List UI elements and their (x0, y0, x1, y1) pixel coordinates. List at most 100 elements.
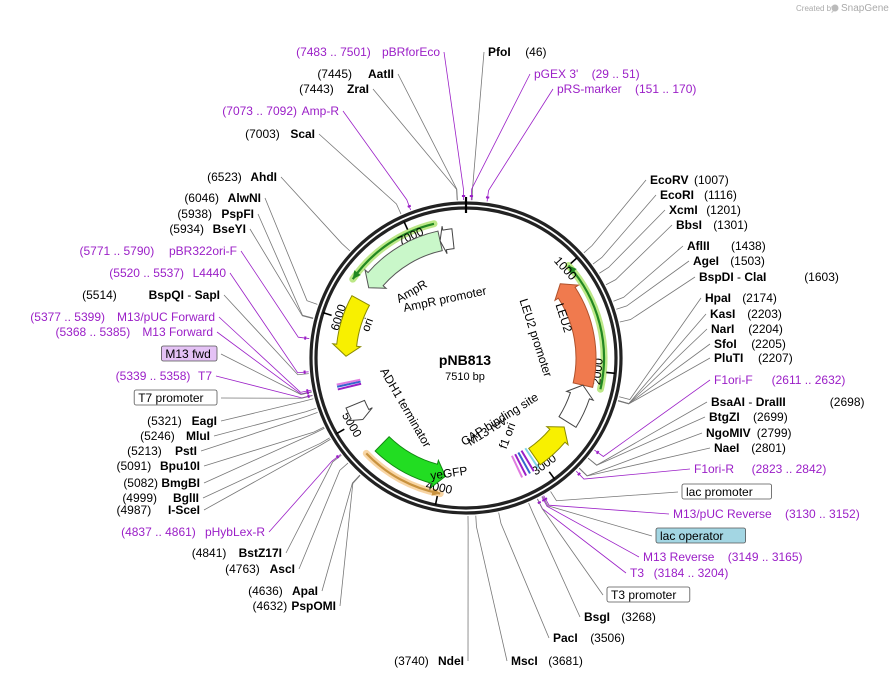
site-coord: (5246) (140, 429, 175, 443)
leader-psti (200, 411, 318, 452)
site-ngomiv[interactable]: NgoMIV(2799) (706, 426, 791, 440)
site-asci[interactable]: AscI (4763) (225, 562, 295, 576)
site-coord: (4636) (248, 584, 283, 598)
site-pfoi[interactable]: PfoI(46) (488, 45, 547, 59)
site-bpu10i[interactable]: Bpu10I(5091) (117, 459, 200, 473)
feature-box-label-lac-operator: lac operator (660, 529, 723, 543)
site-btgzi[interactable]: BtgZI(2699) (709, 410, 788, 424)
site-name: BmgBI (161, 476, 200, 490)
site-coord: (29 .. 51) (592, 67, 640, 81)
site-paci[interactable]: PacI(3506) (553, 631, 625, 645)
site-bmgbi[interactable]: BmgBI(5082) (123, 476, 200, 490)
feature-box-m13-fwd[interactable] (160, 345, 218, 362)
site-coord: (1116) (704, 188, 737, 202)
site-agei[interactable]: AgeI(1503) (693, 254, 765, 268)
feature-box-lac-operator[interactable] (655, 527, 746, 544)
leader-lac-promoter (550, 491, 679, 502)
site-m13-forward[interactable]: M13 Forward(5368 .. 5385) (55, 325, 213, 339)
feature-ampr-promoter[interactable] (439, 226, 455, 254)
site-t3[interactable]: T3(3184 .. 3204) (630, 566, 728, 580)
site-xcmi[interactable]: XcmI(1201) (669, 203, 741, 217)
site-coord: (5377 .. 5399) (30, 310, 105, 324)
site-bglii[interactable]: BglII(4999) (122, 491, 199, 505)
site-pgex-3[interactable]: pGEX 3'(29 .. 51) (534, 67, 640, 81)
site-naei[interactable]: NaeI(2801) (714, 441, 786, 455)
site-sfoi[interactable]: SfoI(2205) (714, 337, 786, 351)
leader-kasi (618, 313, 707, 404)
leader-l4440 (229, 272, 309, 374)
mcs-mark-1 (336, 380, 361, 388)
site-markers (303, 195, 600, 505)
site-zrai[interactable]: ZraI(7443) (299, 82, 369, 96)
site-pspomi[interactable]: PspOMI(4632) (253, 599, 336, 613)
site-aflii[interactable]: AflII(1438) (687, 239, 766, 253)
feature-box-t7-promoter[interactable] (133, 389, 218, 406)
site-coord: (2823 .. 2842) (752, 462, 827, 476)
site-bstz17i[interactable]: BstZ17I(4841) (192, 546, 282, 560)
leader-pgex-3 (470, 73, 531, 201)
site-bsgi[interactable]: BsgI(3268) (584, 610, 656, 624)
site-alwni[interactable]: AlwNI(6046) (184, 191, 261, 205)
site-nari[interactable]: NarI(2204) (711, 322, 783, 336)
site-eagi[interactable]: EagI(5321) (147, 414, 217, 428)
site-scai[interactable]: ScaI(7003) (245, 127, 315, 141)
feature-box-lac-promoter[interactable] (681, 483, 772, 500)
site-coord: (3184 .. 3204) (654, 566, 729, 580)
leader-ecorv (583, 179, 647, 254)
site-aatii[interactable]: AatII(7445) (317, 67, 394, 81)
site-f1ori-f[interactable]: F1ori-F(2611 .. 2632) (714, 373, 845, 387)
site-bsaai[interactable]: BsaAI - DraIII(2698) (711, 395, 864, 409)
feature-leu2-promoter[interactable] (558, 384, 595, 429)
cluster-mark-0 (524, 447, 540, 469)
site-coord: (4837 .. 4861) (121, 525, 196, 539)
mcs-mark-2 (336, 378, 361, 386)
leader-m13-puc-reverse (543, 495, 670, 515)
leader-lines (200, 51, 711, 662)
feature-yegfp[interactable] (374, 435, 447, 489)
site-coord: (5368 .. 5385) (55, 325, 130, 339)
feature-ori[interactable] (331, 295, 371, 357)
site-t7[interactable]: T7(5339 .. 5358) (116, 369, 213, 383)
site-amp-r[interactable]: Amp-R(7073 .. 7092) (222, 104, 339, 118)
site-name: AscI (270, 562, 295, 576)
site-name: Bpu10I (160, 459, 200, 473)
leader-t3-promoter (536, 498, 604, 596)
site-prs-marker[interactable]: pRS-marker(151 .. 170) (557, 82, 696, 96)
site-apai[interactable]: ApaI(4636) (248, 584, 318, 598)
feature-box-label-t3-promoter: T3 promoter (611, 588, 676, 602)
site-ecori[interactable]: EcoRI(1116) (660, 188, 737, 202)
site-l4440[interactable]: L4440(5520 .. 5537) (109, 266, 226, 280)
site-m13-reverse[interactable]: M13 Reverse(3149 .. 3165) (643, 550, 803, 564)
site-bbsi[interactable]: BbsI(1301) (676, 218, 748, 232)
site-m13-puc-reverse[interactable]: M13/pUC Reverse(3130 .. 3152) (673, 507, 860, 521)
site-phyblex-r[interactable]: pHybLex-R(4837 .. 4861) (121, 525, 265, 539)
primer-mark-m13-forward (306, 390, 310, 395)
ampr-orf-arrowhead (352, 270, 361, 280)
site-bseyi[interactable]: BseYI(5934) (169, 222, 246, 236)
site-msci[interactable]: MscI(3681) (511, 654, 583, 668)
site-pluti[interactable]: PluTI(2207) (714, 351, 793, 365)
site-kasi[interactable]: KasI(2203) (710, 307, 782, 321)
site-hpai[interactable]: HpaI(2174) (705, 291, 777, 305)
site-ahdi[interactable]: AhdI(6523) (207, 170, 277, 184)
site-coord: (4632) (253, 599, 288, 613)
site-pbr322ori-f[interactable]: pBR322ori-F(5771 .. 5790) (79, 244, 237, 258)
site-psti[interactable]: PstI(5213) (127, 444, 197, 458)
feature-box-t3-promoter[interactable] (606, 586, 691, 603)
site-f1ori-r[interactable]: F1ori-R(2823 .. 2842) (694, 462, 826, 476)
site-name: M13 Reverse (643, 550, 715, 564)
site-bspqi[interactable]: BspQI - SapI(5514) (82, 288, 220, 302)
site-pspfi[interactable]: PspFI(5938) (177, 207, 254, 221)
feature-f1-ori[interactable] (528, 426, 569, 466)
site-pbrforeco[interactable]: pBRforEco(7483 .. 7501) (296, 45, 440, 59)
site-mlui[interactable]: MluI(5246) (140, 429, 210, 443)
site-bspdi[interactable]: BspDI - ClaI(1603) (699, 270, 839, 284)
site-i-scei[interactable]: I-SceI(4987) (117, 503, 200, 517)
leader-hpai (619, 297, 702, 400)
site-ndei[interactable]: NdeI(3740) (394, 654, 464, 668)
site-coord: (4763) (225, 562, 260, 576)
site-m13-puc-forward[interactable]: M13/pUC Forward(5377 .. 5399) (30, 310, 215, 324)
feature-adh1-terminator[interactable] (345, 399, 373, 422)
site-name: PspFI (221, 207, 254, 221)
site-ecorv[interactable]: EcoRV(1007) (650, 173, 729, 187)
